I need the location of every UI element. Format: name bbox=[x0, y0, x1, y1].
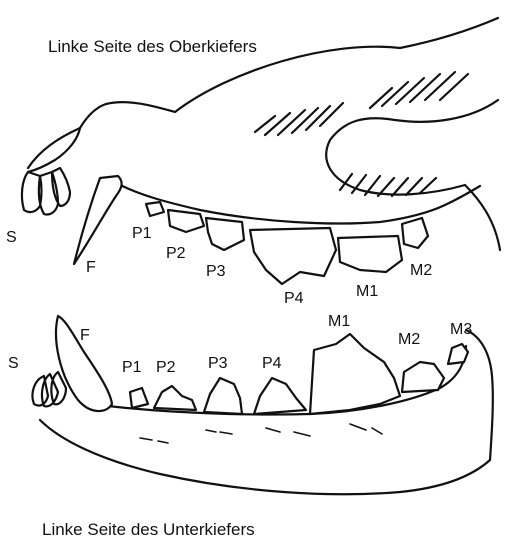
upper-label-s: S bbox=[6, 229, 17, 246]
lower-m3 bbox=[448, 344, 468, 364]
upper-hatching bbox=[255, 72, 468, 196]
lower-label-m3: M3 bbox=[450, 321, 472, 338]
lower-label-f: F bbox=[80, 327, 90, 344]
upper-m2 bbox=[402, 218, 428, 248]
upper-alveolar-line bbox=[110, 180, 480, 224]
upper-p1 bbox=[146, 202, 164, 216]
nasal-edge bbox=[28, 128, 80, 172]
lower-incisors bbox=[32, 372, 66, 406]
upper-label-m1: M1 bbox=[356, 283, 378, 300]
lower-label-m1: M1 bbox=[328, 313, 350, 330]
lower-m1 bbox=[310, 334, 400, 414]
upper-label-p2: P2 bbox=[166, 245, 186, 262]
lower-label-p4: P4 bbox=[262, 355, 282, 372]
lower-p3 bbox=[204, 378, 242, 414]
zygomatic-arch bbox=[326, 100, 498, 195]
mandible-ramus bbox=[466, 330, 493, 460]
lower-m2 bbox=[402, 362, 444, 392]
lower-p4 bbox=[254, 378, 306, 414]
lower-jaw-caption: Linke Seite des Unterkiefers bbox=[42, 520, 255, 539]
lower-label-s: S bbox=[8, 355, 19, 372]
lower-jaw-drawing bbox=[32, 316, 492, 494]
upper-label-p1: P1 bbox=[132, 225, 152, 242]
upper-label-m2: M2 bbox=[410, 262, 432, 279]
mandible-outline bbox=[40, 420, 490, 494]
upper-label-p4: P4 bbox=[284, 290, 304, 307]
upper-p4 bbox=[250, 228, 336, 284]
lower-p2 bbox=[154, 386, 196, 410]
upper-jaw-drawing bbox=[22, 18, 500, 284]
lower-label-p1: P1 bbox=[122, 359, 142, 376]
upper-canine bbox=[74, 176, 122, 264]
upper-p2 bbox=[168, 210, 204, 232]
lower-label-p3: P3 bbox=[208, 355, 228, 372]
upper-incisors bbox=[22, 168, 70, 215]
upper-jaw-caption: Linke Seite des Oberkiefers bbox=[48, 37, 257, 56]
upper-label-f: F bbox=[86, 259, 96, 276]
lower-texture bbox=[140, 424, 382, 443]
lower-p1 bbox=[130, 388, 148, 408]
upper-p3 bbox=[206, 218, 244, 250]
upper-label-p3: P3 bbox=[206, 263, 226, 280]
upper-m1 bbox=[338, 236, 402, 272]
lower-label-m2: M2 bbox=[398, 331, 420, 348]
lower-label-p2: P2 bbox=[156, 359, 176, 376]
skull-back-edge bbox=[465, 185, 500, 250]
